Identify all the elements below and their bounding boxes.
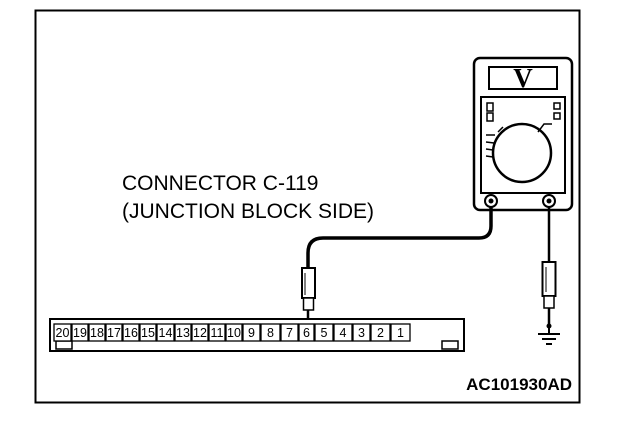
- pin-number-13: 13: [176, 326, 190, 340]
- pin-cell-8: [260, 323, 281, 342]
- positive-test-lead: [306, 207, 493, 268]
- ground-probe: [541, 261, 557, 324]
- pin-number-15: 15: [141, 326, 155, 340]
- ground-icon: [538, 323, 560, 345]
- pin-number-10: 10: [227, 326, 241, 340]
- pin-number-6: 6: [303, 326, 310, 340]
- pin-number-14: 14: [159, 326, 173, 340]
- pin-number-4: 4: [340, 326, 347, 340]
- connector-label-line2: (JUNCTION BLOCK SIDE): [122, 200, 374, 223]
- pin-number-19: 19: [73, 326, 87, 340]
- pin-cell-7: [280, 323, 299, 342]
- connector-label-line1: CONNECTOR C-119: [122, 172, 318, 195]
- pin-cell-16: [122, 323, 140, 342]
- pin-cell-3: [352, 323, 371, 342]
- pin-number-20: 20: [56, 326, 70, 340]
- voltmeter-icon: V: [472, 56, 574, 212]
- pin-cell-17: [105, 323, 123, 342]
- pin-number-1: 1: [397, 326, 404, 340]
- pin-cell-4: [333, 323, 353, 342]
- pin-cell-13: [174, 323, 192, 342]
- pin-number-3: 3: [358, 326, 365, 340]
- pin-cell-2: [370, 323, 391, 342]
- pin-number-18: 18: [90, 326, 104, 340]
- pin-number-16: 16: [124, 326, 138, 340]
- pin-cell-5: [314, 323, 334, 342]
- pin-cell-11: [208, 323, 226, 342]
- pin-cell-18: [88, 323, 106, 342]
- pin-number-2: 2: [377, 326, 384, 340]
- pin-cell-6: [298, 323, 315, 342]
- pin-number-17: 17: [107, 326, 121, 340]
- pin-cell-10: [225, 323, 243, 342]
- pin-cell-12: [191, 323, 209, 342]
- pin-cell-9: [242, 323, 261, 342]
- pin-number-11: 11: [211, 326, 224, 340]
- pin-number-8: 8: [267, 326, 274, 340]
- pin-number-7: 7: [286, 326, 293, 340]
- pin-number-9: 9: [248, 326, 255, 340]
- pin-cell-20: [53, 323, 72, 342]
- meter-display-symbol: V: [513, 63, 533, 93]
- pin-number-12: 12: [193, 326, 207, 340]
- pin-cell-19: [71, 323, 89, 342]
- pin-cell-15: [139, 323, 157, 342]
- pin-number-5: 5: [321, 326, 328, 340]
- pin-cell-1: [390, 323, 411, 342]
- pin-cell-14: [156, 323, 175, 342]
- figure-frame: [34, 9, 581, 404]
- figure-code: AC101930AD: [466, 375, 572, 394]
